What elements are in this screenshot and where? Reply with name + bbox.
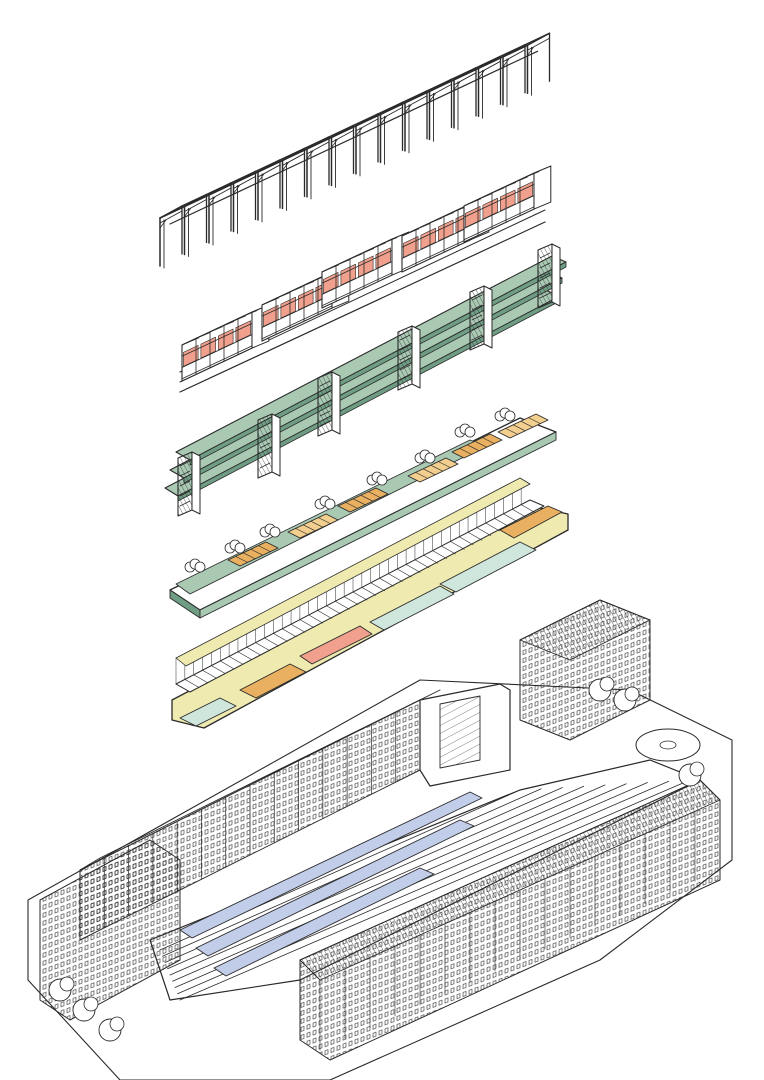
- tree-icon: [98, 1016, 125, 1042]
- portal-frame-icon: [428, 78, 453, 142]
- pavilion-icon: [451, 433, 503, 459]
- portal-frame-icon: [232, 170, 257, 234]
- city-block-icon: [39, 839, 181, 1021]
- roundabout-icon: [635, 728, 701, 762]
- tree-icon: [414, 449, 436, 464]
- tree-icon: [184, 558, 206, 573]
- portal-frame-icon: [355, 113, 379, 177]
- portal-frame-icon: [477, 55, 502, 119]
- pavilion-icon: [337, 487, 389, 513]
- portal-frame-icon: [526, 32, 551, 96]
- portal-frame-icon: [257, 159, 281, 223]
- portal-frame-icon: [404, 90, 428, 154]
- modular-box-icon: [463, 165, 552, 243]
- station-site-layer: [27, 599, 733, 1080]
- elevated-walkways-layer: [164, 243, 567, 517]
- pavilion-icon: [227, 541, 279, 567]
- tree-icon: [366, 471, 388, 486]
- portal-frame-icon: [306, 136, 330, 200]
- platform-canopy: [179, 791, 483, 977]
- portal-frame-icon: [159, 205, 183, 269]
- tree-icon: [613, 686, 640, 712]
- tree-icon: [588, 676, 615, 702]
- tree-icon: [72, 996, 99, 1022]
- portal-frame-icon: [208, 182, 232, 246]
- stair-tower-icon: [469, 285, 493, 351]
- stair-tower-icon: [537, 243, 561, 309]
- walkway-icon: [164, 289, 561, 502]
- stair-tower-icon: [177, 451, 201, 517]
- deck-icon: [171, 477, 569, 729]
- tree-icon: [259, 523, 281, 538]
- modular-box-icon: [321, 231, 410, 309]
- tree-icon: [494, 407, 516, 422]
- pavilion-icon: [287, 513, 339, 539]
- pavilion-icon: [407, 457, 459, 483]
- tree-icon: [678, 761, 705, 787]
- steel-frame-layer: [159, 32, 551, 269]
- portal-frame-icon: [281, 147, 306, 211]
- tree-icon: [314, 495, 336, 510]
- pavilion-icon: [497, 413, 549, 439]
- tree-icon: [454, 423, 476, 438]
- modular-units-layer: [179, 165, 552, 393]
- stair-tower-icon: [397, 325, 421, 391]
- tree-icon: [48, 976, 75, 1002]
- portal-frame-icon: [330, 124, 355, 188]
- roof-garden-deck-layer: [169, 407, 557, 619]
- stair-tower-icon: [317, 371, 341, 437]
- tree-icon: [224, 539, 246, 554]
- stair-tower-icon: [257, 413, 281, 479]
- portal-frame-icon: [379, 101, 404, 165]
- city-block-icon: [299, 779, 721, 1061]
- portal-frame-icon: [502, 44, 526, 108]
- portal-frame-icon: [453, 67, 477, 131]
- portal-frame-icon: [183, 193, 208, 257]
- station-building-icon: [419, 683, 511, 787]
- platform-deck-layer: [171, 477, 569, 729]
- modular-box-icon: [181, 304, 270, 382]
